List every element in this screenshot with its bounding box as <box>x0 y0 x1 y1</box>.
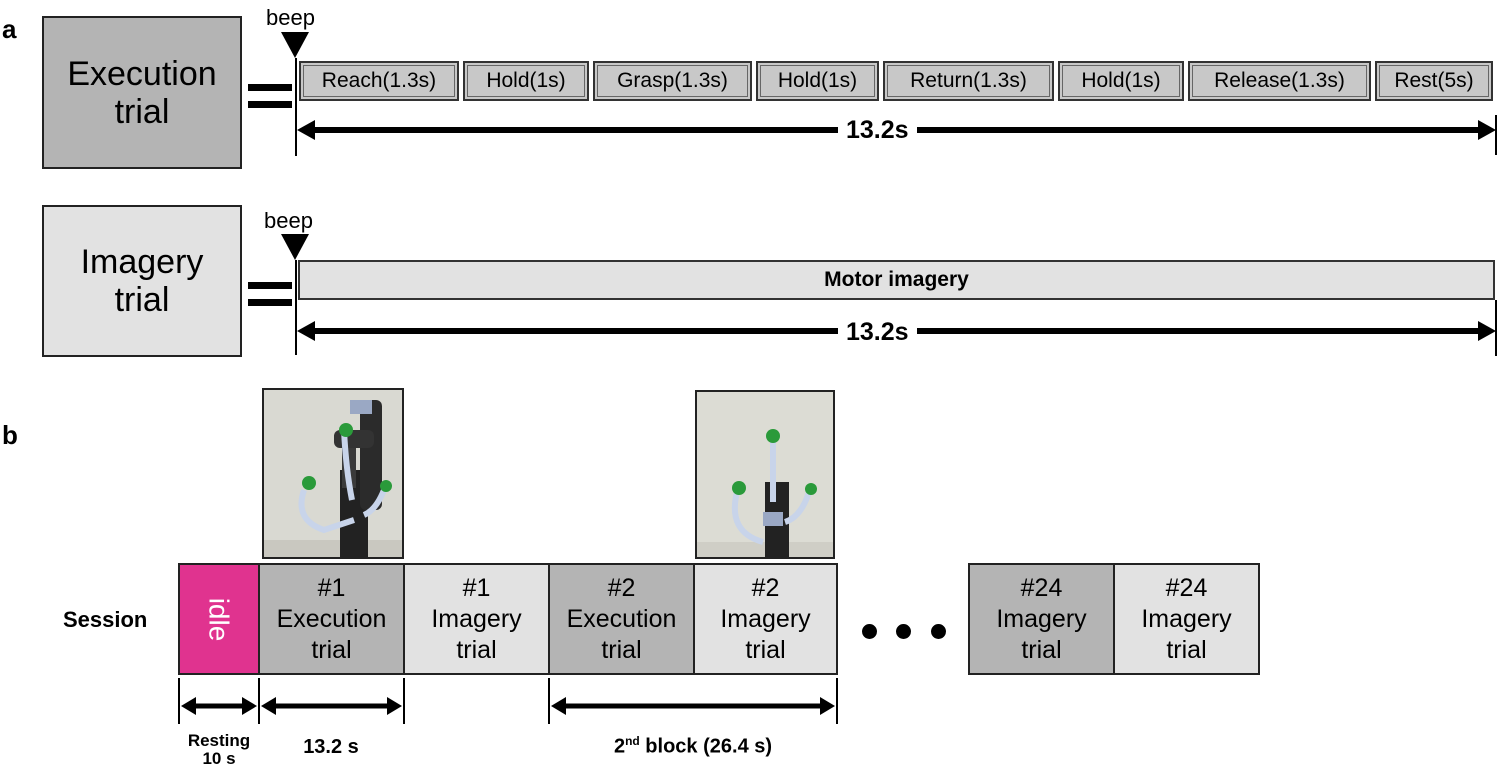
idle-box: idle <box>178 563 260 675</box>
equals-sign-top-2 <box>248 282 292 289</box>
equals-sign-bottom <box>248 101 292 108</box>
exec1-trial: trial <box>311 635 352 664</box>
imag1-trial: trial <box>456 635 497 664</box>
phase-hold-3: Hold(1s) <box>1058 61 1184 101</box>
last2-trial: trial <box>1166 635 1207 664</box>
block-duration-label: 2nd block (26.4 s) <box>550 734 836 759</box>
block-text: block (26.4 s) <box>639 735 773 758</box>
block-ordinal: 2 <box>613 735 626 758</box>
phase-return: Return(1.3s) <box>883 61 1054 101</box>
robot-arm-execution-photo <box>262 388 404 559</box>
robot-arm-imagery-photo <box>695 390 835 559</box>
tick-exec1-end <box>403 678 405 724</box>
execution-duration-label: 13.2s <box>838 116 917 145</box>
panel-b-label: b <box>2 420 18 450</box>
ellipsis-dot-2 <box>896 624 911 639</box>
panel-a-label: a <box>2 14 17 44</box>
exec2-type: Execution <box>566 604 677 633</box>
imag2-type: Imagery <box>720 604 811 633</box>
last1-type: Imagery <box>996 604 1087 633</box>
execution-trial-1-box: #1 Execution trial <box>258 563 405 675</box>
ellipsis-dot-1 <box>862 624 877 639</box>
idle-label: idle <box>203 597 235 641</box>
execution-start-line <box>295 58 297 156</box>
imag2-number: #2 <box>751 573 780 602</box>
resting-label: Resting 10 s <box>178 732 260 768</box>
exec2-trial: trial <box>601 635 642 664</box>
equals-sign-top <box>248 84 292 91</box>
imagery-trial-2-box: #2 Imagery trial <box>693 563 838 675</box>
session-label: Session <box>63 607 148 632</box>
trial-24-second-box: #24 Imagery trial <box>1113 563 1260 675</box>
resting-label-line1: Resting <box>187 731 251 750</box>
imagery-trial-subtitle: trial <box>114 281 170 319</box>
phase-hold-2: Hold(1s) <box>756 61 879 101</box>
block-duration-arrow <box>551 697 835 715</box>
phase-hold-1: Hold(1s) <box>463 61 589 101</box>
tick-block2-start <box>548 678 550 724</box>
block-ordinal-suffix: nd <box>625 734 640 748</box>
exec2-number: #2 <box>607 573 636 602</box>
imag1-number: #1 <box>462 573 491 602</box>
trial-duration-label: 13.2 s <box>303 736 359 758</box>
execution-trial-2-box: #2 Execution trial <box>548 563 695 675</box>
imagery-trial-box: Imagery trial <box>42 205 242 357</box>
execution-trial-subtitle: trial <box>114 92 170 131</box>
equals-sign-bottom-2 <box>248 299 292 306</box>
ellipsis-dot-3 <box>931 624 946 639</box>
last1-number: #24 <box>1020 573 1063 602</box>
tick-block2-end <box>836 678 838 724</box>
last2-number: #24 <box>1165 573 1208 602</box>
trial-24-first-box: #24 Imagery trial <box>968 563 1115 675</box>
last2-type: Imagery <box>1141 604 1232 633</box>
beep-marker-icon <box>281 32 309 58</box>
phase-reach: Reach(1.3s) <box>299 61 459 101</box>
phase-grasp: Grasp(1.3s) <box>593 61 752 101</box>
trial-duration-arrow <box>261 697 402 715</box>
imagery-trial-title: Imagery <box>80 243 204 281</box>
execution-trial-box: Execution trial <box>42 16 242 169</box>
imagery-end-line <box>1495 300 1497 356</box>
imag1-type: Imagery <box>431 604 522 633</box>
resting-label-line2: 10 s <box>202 749 236 768</box>
imagery-trial-1-box: #1 Imagery trial <box>403 563 550 675</box>
exec1-type: Execution <box>276 604 387 633</box>
resting-arrow <box>181 697 257 715</box>
last1-trial: trial <box>1021 635 1062 664</box>
execution-end-line <box>1495 115 1497 155</box>
imagery-start-line <box>295 260 297 355</box>
beep-label-execution: beep <box>266 5 315 30</box>
tick-exec1-start <box>258 678 260 724</box>
beep-label-imagery: beep <box>264 208 313 233</box>
motor-imagery-bar: Motor imagery <box>298 260 1495 300</box>
beep-marker-icon-2 <box>281 234 309 260</box>
execution-trial-title: Execution <box>67 54 217 93</box>
exec1-number: #1 <box>317 573 346 602</box>
phase-rest: Rest(5s) <box>1375 61 1493 101</box>
imagery-duration-label: 13.2s <box>838 318 917 347</box>
tick-idle-start <box>178 678 180 724</box>
execution-phase-strip: Reach(1.3s) Hold(1s) Grasp(1.3s) Hold(1s… <box>299 61 1493 101</box>
imag2-trial: trial <box>745 635 786 664</box>
phase-release: Release(1.3s) <box>1188 61 1371 101</box>
